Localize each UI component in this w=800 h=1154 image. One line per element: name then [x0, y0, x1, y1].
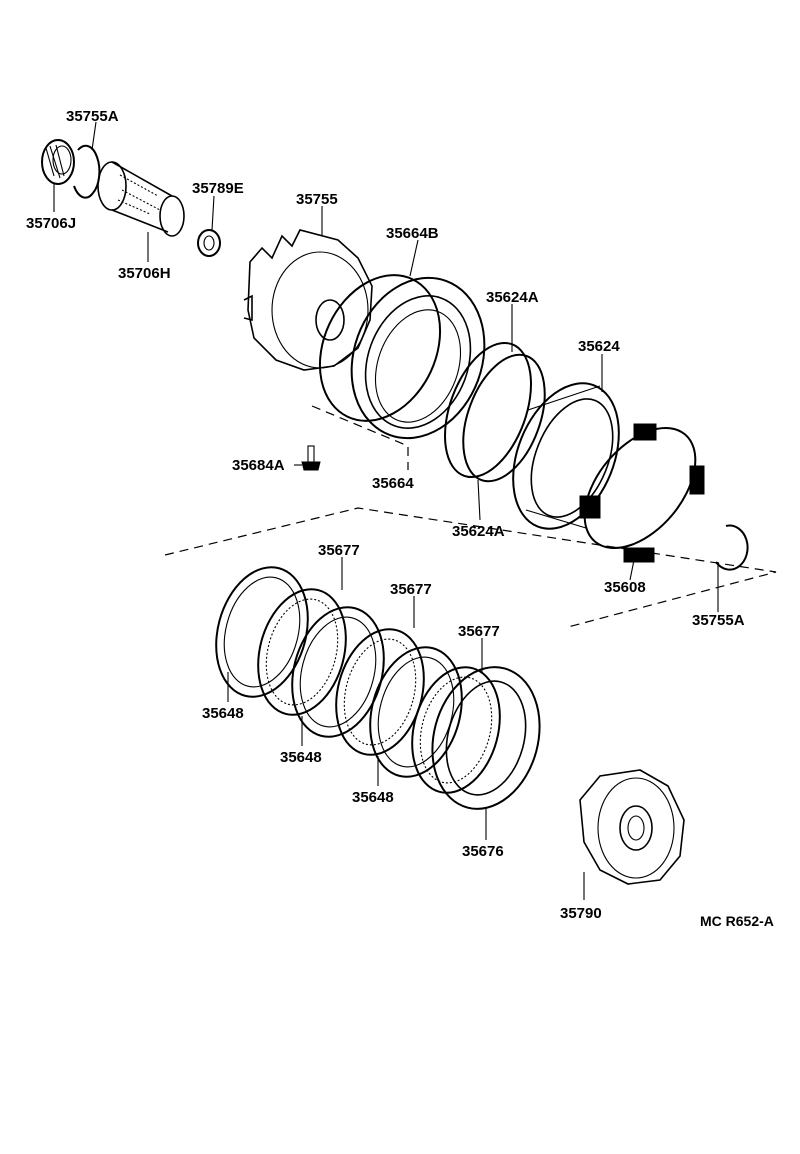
- snap-ring-35755a-bottom: [715, 524, 749, 571]
- leader-35664b: [409, 239, 419, 277]
- label-35755: 35755: [296, 191, 338, 208]
- label-35608: 35608: [604, 579, 646, 596]
- label-35664b: 35664B: [386, 225, 439, 242]
- label-35624a-bottom: 35624A: [452, 523, 505, 540]
- o-ring-35624a-inner: [462, 353, 546, 483]
- label-35624a-top: 35624A: [486, 289, 539, 306]
- clutch-plates: [215, 566, 501, 794]
- piston-35664: [350, 276, 486, 440]
- label-35677-b: 35677: [390, 581, 432, 598]
- label-35624: 35624: [578, 338, 620, 355]
- hub-35790: [579, 769, 685, 885]
- label-35648-c: 35648: [352, 789, 394, 806]
- label-35755a-bottom: 35755A: [692, 612, 745, 629]
- leader-35789e: [211, 195, 215, 231]
- leader-35755a-top: [91, 121, 97, 151]
- label-35677-a: 35677: [318, 542, 360, 559]
- leader-35624a-bottom: [477, 479, 481, 521]
- label-35789e: 35789E: [192, 180, 244, 197]
- bolt-35684a: [301, 445, 321, 471]
- label-35755a-top: 35755A: [66, 108, 119, 125]
- label-35664: 35664: [372, 475, 414, 492]
- label-35677-c: 35677: [458, 623, 500, 640]
- label-35648-b: 35648: [280, 749, 322, 766]
- snap-ring-35664b: [318, 274, 442, 422]
- label-35648-a: 35648: [202, 705, 244, 722]
- reference-code: MC R652-A: [700, 913, 774, 929]
- label-35790: 35790: [560, 905, 602, 922]
- flange-35676: [431, 666, 541, 810]
- assembly-outline: [164, 507, 777, 628]
- drum-35755: [243, 229, 373, 371]
- label-35706j: 35706J: [26, 215, 76, 232]
- leader-dash-35664: [311, 405, 409, 470]
- leader-35608: [629, 559, 635, 581]
- label-35706h: 35706H: [118, 265, 171, 282]
- shaft-35706h: [97, 161, 185, 237]
- spring-retainer-35608: [579, 423, 705, 563]
- washer-35789e: [197, 229, 221, 257]
- label-35676: 35676: [462, 843, 504, 860]
- label-35684a: 35684A: [232, 457, 285, 474]
- retainer-35624: [512, 382, 620, 530]
- snap-ring-35755a-top: [73, 144, 101, 199]
- bearing-35706j: [41, 139, 75, 185]
